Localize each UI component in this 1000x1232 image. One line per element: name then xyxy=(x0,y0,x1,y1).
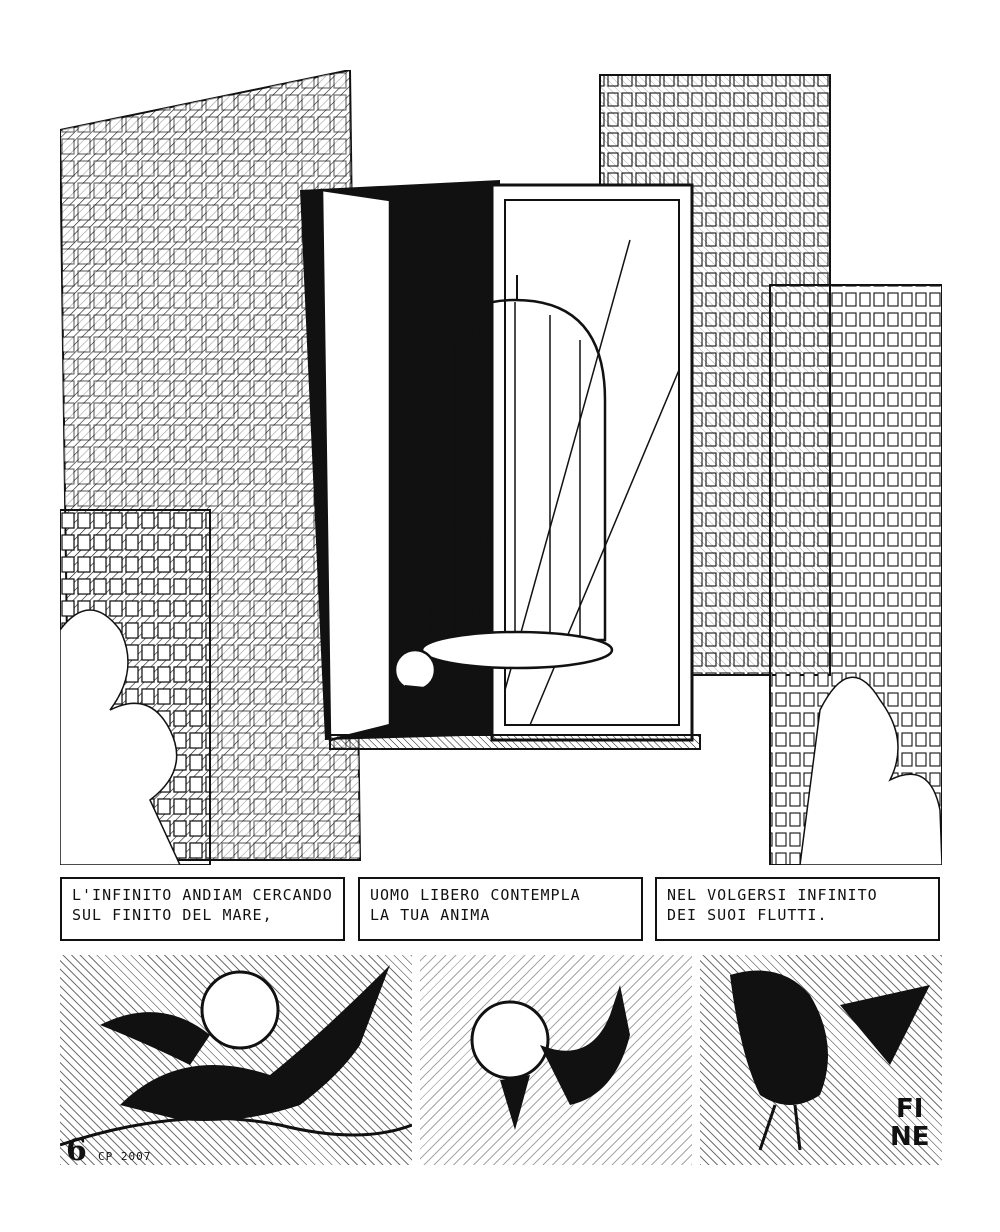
bird-illustration-1 xyxy=(60,965,412,1147)
bird-illustration-2 xyxy=(470,985,630,1130)
bird-illustration-3 xyxy=(730,970,930,1151)
caption-1-line-2: SUL FINITO DEL MARE, xyxy=(72,906,273,924)
page-number: 6 xyxy=(66,1133,87,1168)
ending-text: FI NE xyxy=(890,1095,930,1151)
caption-box-2: UOMO LIBERO CONTEMPLA LA TUA ANIMA xyxy=(358,877,643,941)
small-bird xyxy=(393,648,455,735)
ending-line-2: NE xyxy=(890,1122,930,1152)
bottom-panel-2 xyxy=(420,955,692,1165)
caption-box-3: NEL VOLGERSI INFINITO DEI SUOI FLUTTI. xyxy=(655,877,940,941)
bottom-panel-1 xyxy=(60,955,412,1165)
bottom-panel-3: FI NE xyxy=(700,955,942,1165)
caption-2-line-1: UOMO LIBERO CONTEMPLA xyxy=(370,886,581,904)
foliage xyxy=(60,609,942,865)
window-sill xyxy=(329,734,701,750)
bird-cage xyxy=(420,275,614,670)
main-illustration-panel xyxy=(60,70,942,865)
city-window-scene xyxy=(60,70,942,865)
caption-1-line-1: L'INFINITO ANDIAM CERCANDO xyxy=(72,886,333,904)
artist-signature: CP 2007 xyxy=(98,1150,152,1163)
ending-line-1: FI xyxy=(896,1094,924,1124)
caption-box-1: L'INFINITO ANDIAM CERCANDO SUL FINITO DE… xyxy=(60,877,345,941)
caption-3-line-1: NEL VOLGERSI INFINITO xyxy=(667,886,878,904)
caption-2-line-2: LA TUA ANIMA xyxy=(370,906,491,924)
caption-3-line-2: DEI SUOI FLUTTI. xyxy=(667,906,828,924)
